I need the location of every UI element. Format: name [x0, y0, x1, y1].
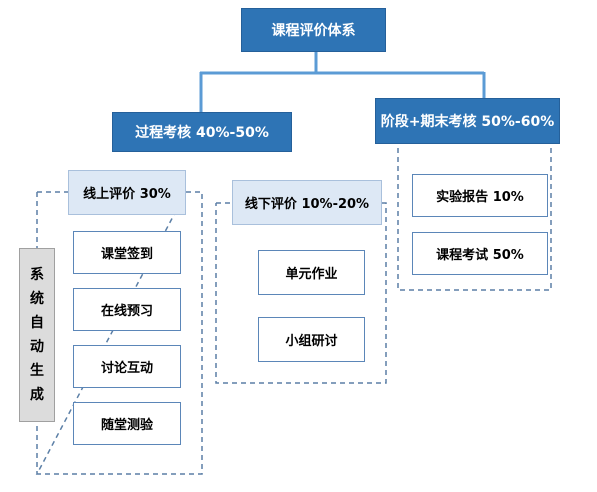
- final-group-border: [397, 148, 552, 291]
- online-item-label: 课堂签到: [100, 247, 153, 262]
- root-box: 课程评价体系: [241, 8, 386, 52]
- root-connector: [199, 52, 486, 112]
- side-char: 统: [30, 291, 44, 307]
- side-char: 自: [30, 315, 44, 331]
- online-box: 线上评价 30%: [68, 170, 186, 215]
- side-char: 系: [30, 267, 44, 283]
- online-item-label: 讨论互动: [100, 361, 153, 376]
- offline-label: 线下评价 10%-20%: [244, 197, 370, 212]
- offline-box: 线下评价 10%-20%: [232, 180, 382, 225]
- offline-item-label: 小组研讨: [285, 334, 338, 349]
- side-char: 生: [30, 363, 44, 379]
- online-item-label: 随堂测验: [100, 418, 153, 433]
- process-box: 过程考核 40%-50%: [112, 112, 292, 152]
- final-item-label: 实验报告 10%: [436, 190, 524, 205]
- online-item-preview: 在线预习: [73, 288, 181, 331]
- final-item-label: 课程考试 50%: [436, 248, 524, 263]
- final-item-lab-report: 实验报告 10%: [412, 174, 548, 217]
- online-label: 线上评价 30%: [83, 187, 171, 202]
- offline-item-group-study: 小组研讨: [258, 317, 365, 362]
- root-label: 课程评价体系: [271, 23, 356, 39]
- final-box: 阶段+期末考核 50%-60%: [375, 98, 560, 144]
- offline-item-label: 单元作业: [285, 267, 338, 282]
- system-auto-generate-box: 系 统 自 动 生 成: [19, 248, 55, 422]
- offline-group-border: [215, 202, 387, 384]
- online-item-label: 在线预习: [100, 304, 153, 319]
- process-label: 过程考核 40%-50%: [135, 125, 269, 141]
- side-char: 成: [30, 387, 44, 403]
- online-item-quiz: 随堂测验: [73, 402, 181, 445]
- online-item-discussion: 讨论互动: [73, 345, 181, 388]
- final-label: 阶段+期末考核 50%-60%: [380, 114, 555, 130]
- side-char: 动: [30, 339, 44, 355]
- offline-item-homework: 单元作业: [258, 250, 365, 295]
- final-item-exam: 课程考试 50%: [412, 232, 548, 275]
- online-item-checkin: 课堂签到: [73, 231, 181, 274]
